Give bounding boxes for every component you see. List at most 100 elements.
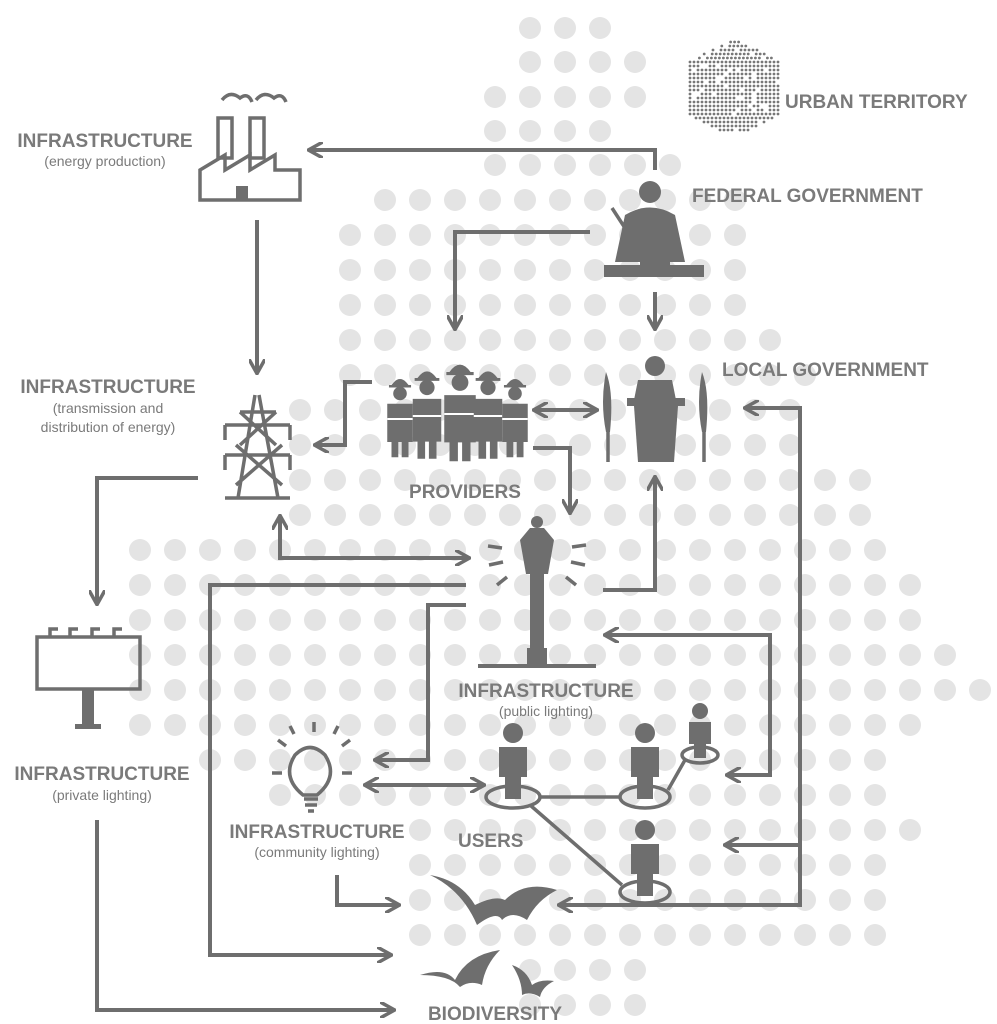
territory-dot (829, 749, 851, 771)
territory-dot (479, 539, 501, 561)
territory-dot (199, 539, 221, 561)
territory-dot (584, 259, 606, 281)
territory-dot (444, 714, 466, 736)
territory-dot (374, 784, 396, 806)
territory-dot (864, 574, 886, 596)
territory-dot (814, 469, 836, 491)
territory-dot (514, 259, 536, 281)
territory-dot (689, 854, 711, 876)
territory-dot (654, 644, 676, 666)
territory-dot (479, 749, 501, 771)
territory-dot (724, 714, 746, 736)
territory-dot (479, 924, 501, 946)
territory-dot (589, 120, 611, 142)
territory-dot (724, 924, 746, 946)
territory-dot (864, 889, 886, 911)
territory-dot (829, 644, 851, 666)
territory-dot (374, 714, 396, 736)
territory-dot (479, 259, 501, 281)
public-lighting-title: INFRASTRUCTURE (458, 681, 633, 702)
territory-dot (759, 784, 781, 806)
territory-dot (864, 539, 886, 561)
territory-dot (479, 294, 501, 316)
territory-dot (129, 574, 151, 596)
territory-dot (759, 924, 781, 946)
territory-dot (724, 819, 746, 841)
territory-dot (864, 854, 886, 876)
territory-dot (689, 294, 711, 316)
territory-dot (589, 17, 611, 39)
territory-dot (129, 609, 151, 631)
territory-dot (584, 224, 606, 246)
territory-dot (549, 224, 571, 246)
territory-dot (514, 854, 536, 876)
territory-dot (374, 364, 396, 386)
territory-dot (519, 120, 541, 142)
transmission-tower-icon (225, 395, 290, 498)
territory-dot (554, 86, 576, 108)
territory-dot (554, 959, 576, 981)
territory-dot (339, 609, 361, 631)
territory-dot (689, 679, 711, 701)
territory-dot (724, 644, 746, 666)
private-lighting-title: INFRASTRUCTURE (14, 764, 189, 785)
territory-dot (744, 504, 766, 526)
territory-dot (269, 644, 291, 666)
territory-dot (689, 364, 711, 386)
territory-dot (444, 854, 466, 876)
territory-dot (619, 574, 641, 596)
territory-dot (339, 329, 361, 351)
territory-dot (689, 819, 711, 841)
territory-dot (604, 504, 626, 526)
territory-dot (829, 539, 851, 561)
territory-dot (409, 329, 431, 351)
territory-dot (829, 784, 851, 806)
territory-dot (724, 329, 746, 351)
territory-dot (829, 889, 851, 911)
territory-dot (899, 819, 921, 841)
territory-dot (234, 609, 256, 631)
territory-dot (724, 609, 746, 631)
territory-dot (549, 854, 571, 876)
territory-dot (744, 469, 766, 491)
territory-dot (339, 644, 361, 666)
territory-dot (444, 749, 466, 771)
territory-dot (164, 714, 186, 736)
territory-dot (724, 224, 746, 246)
territory-dot (864, 644, 886, 666)
territory-dot (499, 504, 521, 526)
territory-dot (289, 399, 311, 421)
territory-dot (759, 539, 781, 561)
territory-dot (654, 819, 676, 841)
territory-dot (654, 609, 676, 631)
territory-dot (654, 574, 676, 596)
territory-dot (584, 924, 606, 946)
territory-dot (584, 574, 606, 596)
territory-dot (624, 994, 646, 1016)
territory-dot (759, 854, 781, 876)
energy-production-title: INFRASTRUCTURE (17, 131, 192, 152)
territory-dot (394, 504, 416, 526)
territory-dot (674, 504, 696, 526)
territory-dot (589, 994, 611, 1016)
territory-dot (689, 644, 711, 666)
territory-dot (794, 644, 816, 666)
territory-dot (359, 504, 381, 526)
territory-dot (374, 679, 396, 701)
territory-dot (374, 644, 396, 666)
territory-dot (654, 714, 676, 736)
territory-dot (724, 294, 746, 316)
users-label: USERS (458, 831, 523, 852)
territory-dot (724, 539, 746, 561)
territory-dot (619, 329, 641, 351)
territory-dot (549, 329, 571, 351)
territory-dot (514, 924, 536, 946)
territory-dot (234, 679, 256, 701)
territory-dot (164, 539, 186, 561)
territory-dot (589, 51, 611, 73)
territory-dot (794, 784, 816, 806)
territory-dot (779, 504, 801, 526)
territory-dot (324, 504, 346, 526)
territory-dot (584, 329, 606, 351)
territory-dot (584, 784, 606, 806)
